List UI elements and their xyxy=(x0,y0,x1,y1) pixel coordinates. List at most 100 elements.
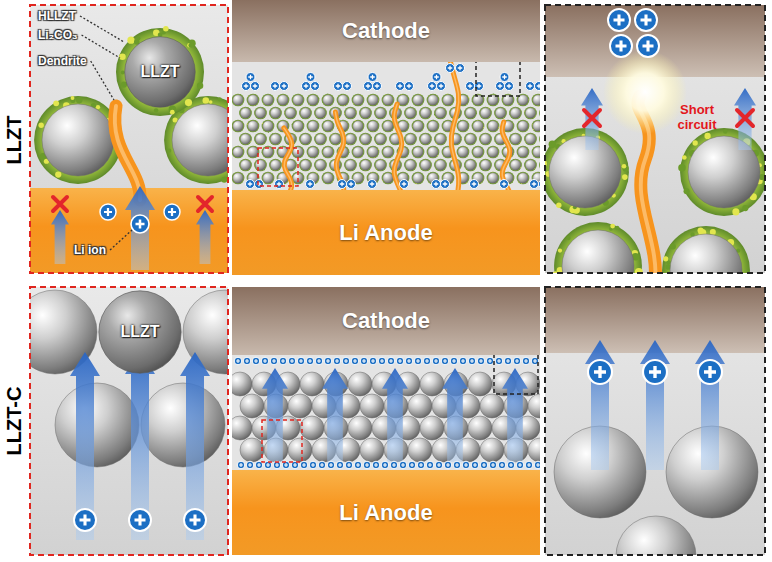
ion-flow-arrow xyxy=(196,210,214,264)
hllzt-shell xyxy=(164,96,228,184)
llzt-grain xyxy=(345,134,355,144)
llzt-grain xyxy=(420,416,444,440)
carbonate-speck xyxy=(55,171,61,177)
li-ion xyxy=(342,357,350,365)
hllzt-shell xyxy=(479,133,492,146)
llzt-grain xyxy=(353,147,363,157)
plus-sign xyxy=(190,515,201,526)
leader-line xyxy=(82,35,120,58)
electrolyte-ground xyxy=(545,287,765,555)
carbonate-speck xyxy=(498,127,499,128)
carbonate-speck xyxy=(363,153,364,154)
plus-sign xyxy=(479,359,483,363)
llzt-grain xyxy=(330,134,340,144)
hllzt-shell xyxy=(314,133,327,146)
plus-sign xyxy=(443,359,447,363)
li-ion xyxy=(251,82,260,91)
hllzt-shell xyxy=(662,226,750,273)
llzt-grain xyxy=(300,134,310,144)
li-ion xyxy=(297,357,305,365)
li-ion xyxy=(100,204,116,220)
plus-sign xyxy=(308,75,313,80)
li-ion xyxy=(635,9,657,31)
plus-sign xyxy=(236,359,240,363)
li-ion xyxy=(432,357,440,365)
plus-sign xyxy=(536,463,540,467)
leader-line xyxy=(91,61,114,100)
llzt-grain xyxy=(270,108,280,118)
li-ion xyxy=(309,461,317,469)
plus-sign xyxy=(338,463,342,467)
li-ion xyxy=(417,461,425,469)
plus-sign xyxy=(434,75,439,80)
llzt-grain xyxy=(348,416,372,440)
hllzt-shell xyxy=(479,159,492,172)
plus-sign xyxy=(425,359,429,363)
row-label: LLZT xyxy=(3,116,26,165)
hllzt-shell xyxy=(419,107,432,120)
plus-sign xyxy=(506,359,510,363)
plus-sign xyxy=(347,463,351,467)
llzt-grain xyxy=(480,438,504,462)
li-ion xyxy=(300,461,308,469)
plus-sign xyxy=(491,463,495,467)
li-ion xyxy=(441,357,449,365)
li-ion xyxy=(246,180,255,189)
plus-sign xyxy=(371,359,375,363)
plus-sign xyxy=(532,182,537,187)
hllzt-shell xyxy=(247,94,260,107)
ion-flow-arrow xyxy=(581,88,603,150)
hllzt-shell xyxy=(427,94,440,107)
li-ion xyxy=(400,180,409,189)
hllzt-shell xyxy=(367,146,380,159)
carbonate-speck xyxy=(119,53,126,60)
hllzt-shell xyxy=(374,133,387,146)
hllzt-shell xyxy=(517,172,530,185)
hllzt-shell xyxy=(239,159,252,172)
carbonate-speck xyxy=(436,160,437,161)
hllzt-shell xyxy=(359,159,372,172)
llzt-grain xyxy=(300,416,324,440)
carbonate-speck xyxy=(622,164,627,169)
hllzt-shell xyxy=(494,107,507,120)
li-ion xyxy=(275,180,284,189)
llzt-grain xyxy=(255,134,265,144)
carbonate-speck xyxy=(556,203,561,208)
plus-sign xyxy=(389,359,393,363)
node-text: Cathode xyxy=(342,18,430,44)
plus-sign xyxy=(468,84,473,89)
li-ion xyxy=(507,461,515,469)
hllzt-shell xyxy=(116,28,204,116)
electrolyte-ground xyxy=(232,287,540,555)
plus-sign xyxy=(509,463,513,467)
hllzt-shell xyxy=(269,107,282,120)
plus-sign xyxy=(398,84,403,89)
llzt-grain xyxy=(383,147,393,157)
llzt-grain xyxy=(308,147,318,157)
li-ion xyxy=(535,82,541,91)
hllzt-shell xyxy=(307,146,320,159)
plus-sign xyxy=(282,84,287,89)
hllzt-shell xyxy=(434,107,447,120)
carbonate-speck xyxy=(566,236,570,240)
plus-sign xyxy=(80,515,91,526)
carbonate-speck xyxy=(121,70,125,74)
li-ion xyxy=(496,82,505,91)
li-ion xyxy=(405,357,413,365)
warning-label: Short circuit xyxy=(668,103,726,133)
carbonate-speck xyxy=(264,169,265,170)
llzt-grain xyxy=(480,134,490,144)
llzt-grain xyxy=(480,394,504,418)
carbonate-speck xyxy=(240,94,241,95)
llzt-grain xyxy=(510,160,520,170)
li-ion xyxy=(164,204,180,220)
zoom-frame xyxy=(545,287,765,555)
plus-sign xyxy=(392,463,396,467)
carbonate-speck xyxy=(517,129,518,130)
plus-sign xyxy=(502,182,507,187)
li-ion xyxy=(495,357,503,365)
hllzt-shell xyxy=(374,107,387,120)
llzt-grain xyxy=(375,160,385,170)
hllzt-shell xyxy=(487,120,500,133)
